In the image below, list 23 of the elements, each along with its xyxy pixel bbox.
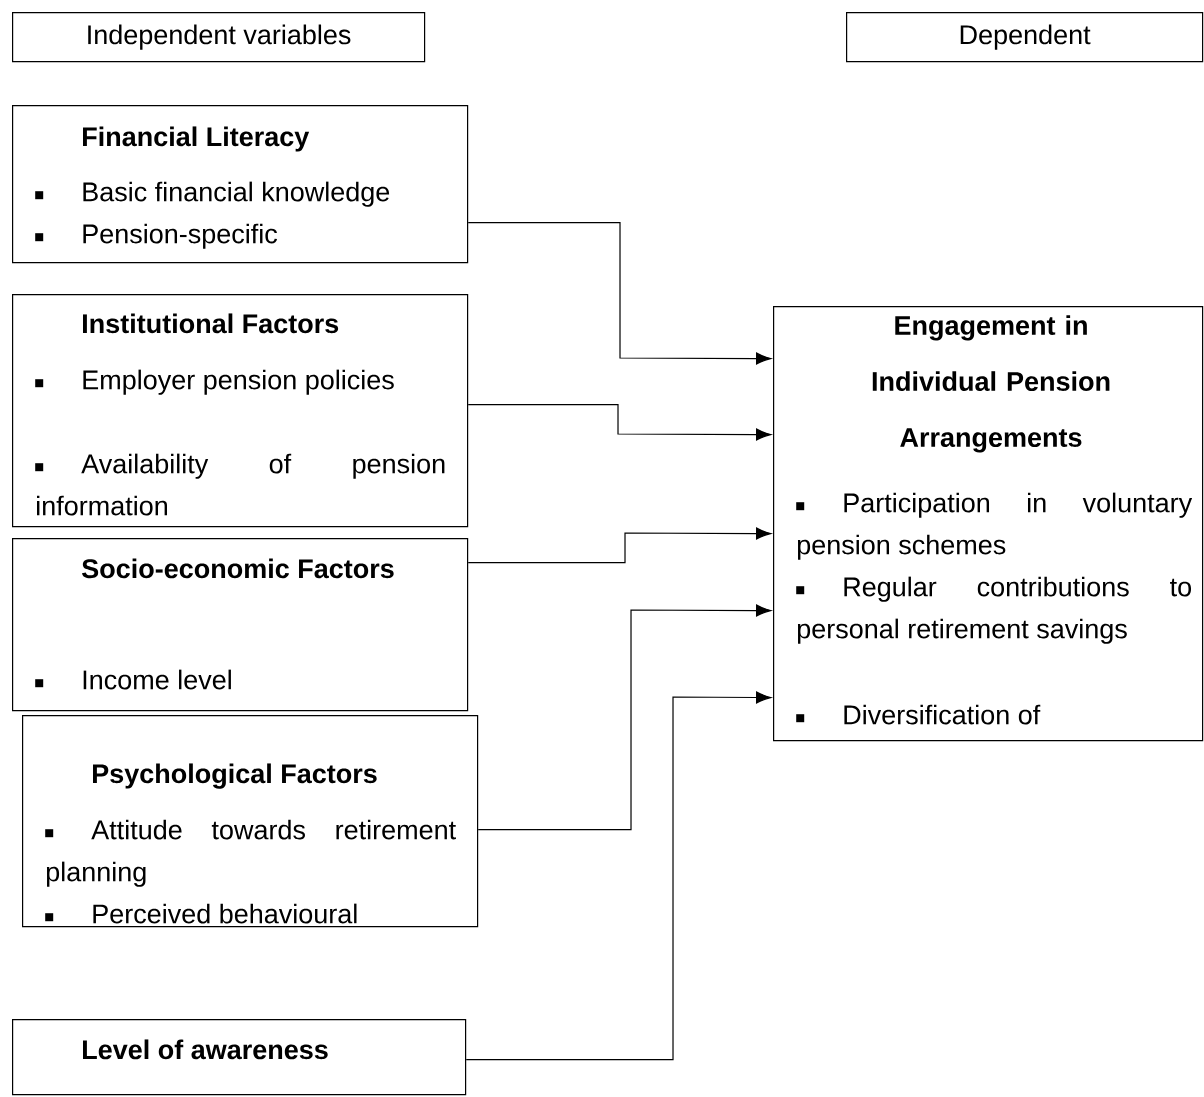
box-heading: Financial Literacy [83,126,310,152]
box-heading: Psychological Factors [93,763,377,789]
box-heading: Engagement in Individual Pension Arrangements [872,315,1110,453]
arrow [477,604,772,831]
box-heading: Institutional Factors [83,313,339,334]
arrow [467,527,772,564]
box-heading: Level of awareness [83,1039,328,1060]
bullet-item: Availability of pension information [35,453,445,516]
variable-label: Independent variables [12,12,426,63]
box-heading: Socio-economic Factors [82,558,394,579]
bullet-item: Basic financial knowledge [35,181,390,207]
bullet-item: Income level [35,669,231,690]
arrow [465,691,772,1061]
bullet-item: Regular contributions to personal retirement savings [796,576,1192,644]
bullet-item: Participation in voluntary pension schemes [796,492,1193,560]
bullet-item: Attitude towards retirement planning [45,819,456,887]
arrow [467,404,772,441]
variable-label: Dependent [846,12,1204,63]
bullet-item: Diversification of [796,704,1041,725]
arrow [467,222,772,365]
bullet-item: Perceived behavioural [45,903,357,924]
bullet-item: Pension-specific [35,223,278,249]
bullet-item: Employer pension policies [35,369,394,395]
